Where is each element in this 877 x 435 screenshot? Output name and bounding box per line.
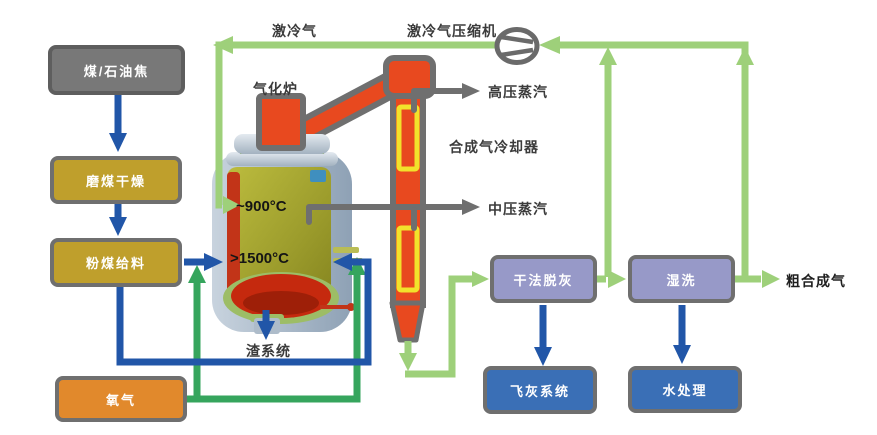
hp-steam-arrow (462, 83, 480, 99)
process-lines (114, 95, 686, 366)
box-wet-scrubbing-label: 湿洗 (666, 272, 697, 288)
mp-steam-arrow (462, 199, 480, 215)
box-coal-milling-drying-label: 磨煤干燥 (85, 173, 146, 189)
gasifier-vessel (212, 93, 363, 334)
box-water-treatment: 水处理 (628, 366, 742, 413)
oxygen-lines (187, 275, 361, 403)
box-dry-ash-removal: 干法脱灰 (490, 255, 597, 303)
box-wet-scrubbing: 湿洗 (628, 255, 735, 303)
label-hp-steam: 高压蒸汽 (488, 84, 548, 100)
box-dry-ash-removal-label: 干法脱灰 (513, 272, 574, 288)
label-gasifier: 气化炉 (253, 81, 298, 97)
process-arrowheads (109, 133, 691, 366)
label-slag-system: 渣系统 (246, 343, 291, 359)
box-oxygen-label: 氧气 (105, 392, 136, 408)
steam-pipes (306, 88, 464, 231)
label-raw-syngas: 粗合成气 (786, 273, 846, 289)
cooler-coil-lower (396, 225, 420, 293)
label-temp-1500: >1500°C (230, 250, 289, 267)
box-oxygen: 氧气 (55, 376, 187, 422)
cooler-coil-upper (396, 104, 420, 172)
label-syngas-cooler: 合成气冷却器 (449, 139, 539, 155)
oxygen-arrowheads (188, 257, 366, 283)
label-mp-steam: 中压蒸汽 (488, 201, 548, 217)
box-coal-label: 煤/石油焦 (83, 63, 150, 79)
box-fly-ash-system-label: 飞灰系统 (509, 383, 570, 399)
box-fly-ash-system: 飞灰系统 (483, 366, 597, 414)
label-temp-900: ~900°C (236, 198, 287, 215)
label-quench-gas: 激冷气 (272, 23, 317, 39)
quench-gas-arrowheads (213, 36, 780, 371)
label-quench-gas-compressor: 激冷气压缩机 (407, 23, 497, 39)
box-coal: 煤/石油焦 (48, 45, 185, 95)
box-coal-feeding-label: 粉煤给料 (85, 256, 146, 271)
syngas-cooler (293, 55, 436, 343)
box-coal-feeding: 粉煤给料 (50, 238, 182, 287)
quench-gas-lines (215, 41, 761, 378)
box-water-treatment-label: 水处理 (662, 383, 708, 398)
compressor-icon (494, 27, 540, 65)
box-coal-milling-drying: 磨煤干燥 (50, 156, 182, 204)
